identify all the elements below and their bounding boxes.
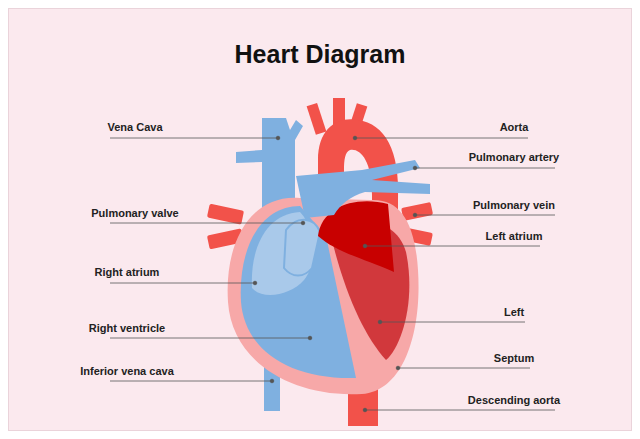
part-label: Left atrium: [486, 230, 543, 243]
part-label: Pulmonary vein: [473, 199, 555, 212]
part-label: Aorta: [500, 121, 529, 134]
part-label: Pulmonary valve: [91, 207, 178, 220]
part-label: Left: [504, 306, 524, 319]
part-label: Septum: [494, 352, 534, 365]
part-label: Vena Cava: [107, 121, 162, 134]
part-label: Inferior vena cava: [80, 365, 174, 378]
part-label: Right atrium: [95, 266, 160, 279]
diagram-title: Heart Diagram: [0, 40, 640, 69]
part-label: Pulmonary artery: [469, 151, 559, 164]
part-label: Right ventricle: [89, 322, 165, 335]
part-label: Descending aorta: [468, 394, 560, 407]
